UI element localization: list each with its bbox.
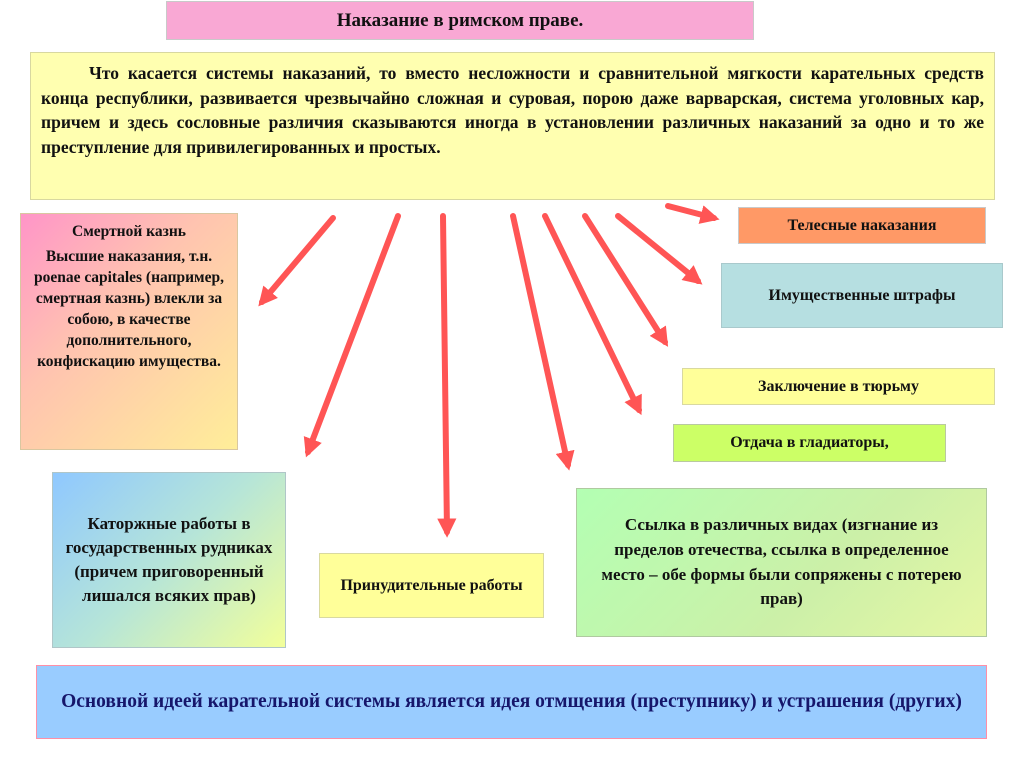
imprisonment-box: Заключение в тюрьму	[682, 368, 995, 405]
corporal-punishment-box: Телесные наказания	[738, 207, 986, 244]
arrow-to-death-penalty	[258, 215, 336, 307]
gladiators-box: Отдача в гладиаторы,	[673, 424, 946, 462]
arrow-to-gladiators	[542, 213, 642, 416]
property-fines-box: Имущественные штрафы	[721, 263, 1003, 328]
arrow-to-corporal	[665, 203, 720, 224]
death-penalty-heading: Смертной казнь	[72, 223, 186, 240]
death-penalty-body: Высшие наказания, т.н. poenae capitales …	[34, 248, 224, 370]
death-penalty-box: Смертной казнь Высшие наказания, т.н. po…	[20, 213, 238, 450]
exile-box: Ссылка в различных видах (изгнание из пр…	[576, 488, 987, 637]
page-title: Наказание в римском праве.	[166, 1, 754, 40]
arrow-to-exile	[510, 213, 575, 471]
hard-labor-mines-box: Каторжные работы в государственных рудни…	[52, 472, 286, 648]
arrow-to-prison	[582, 213, 669, 347]
forced-labor-box: Принудительные работы	[319, 553, 544, 618]
arrow-to-fines	[615, 213, 703, 285]
arrow-to-forced-labor	[437, 213, 457, 538]
intro-text: Что касается системы наказаний, то вмест…	[30, 52, 995, 200]
arrow-to-mines	[303, 213, 401, 458]
conclusion-box: Основной идеей карательной системы являе…	[36, 665, 987, 739]
